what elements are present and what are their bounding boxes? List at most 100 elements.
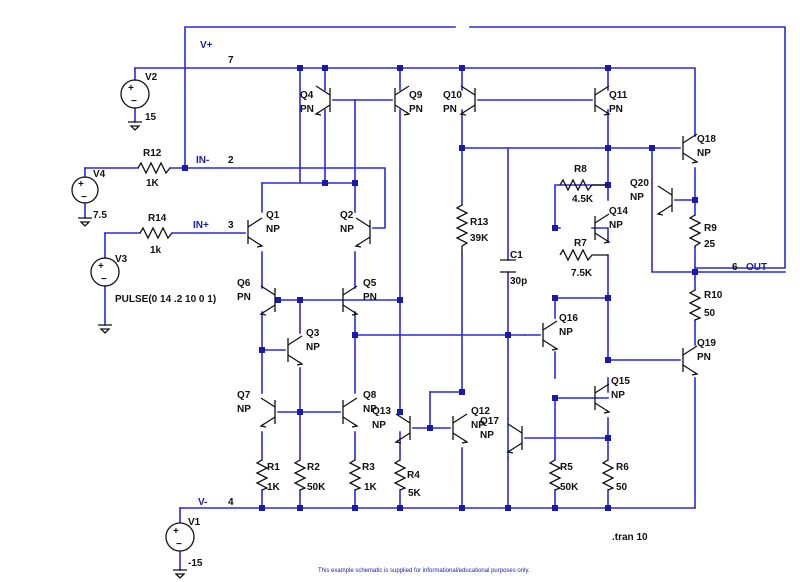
q20-type: NP: [630, 192, 644, 203]
capacitor-c1[interactable]: C1 30p: [500, 250, 527, 287]
q11-name: Q11: [609, 90, 628, 101]
junction-dot: [605, 357, 611, 363]
svg-text:R1: R1: [267, 462, 280, 473]
resistor-r1[interactable]: R1 1K: [255, 459, 281, 493]
q14-name: Q14: [609, 206, 628, 217]
resistor-r9[interactable]: R9 25: [688, 214, 717, 250]
resistor-r12[interactable]: R12 1K: [137, 148, 171, 189]
v3-name: V3: [115, 254, 128, 265]
junction-dot: [322, 180, 328, 186]
net-vplus-label: V+: [200, 40, 213, 51]
junction-dot: [605, 145, 611, 151]
node-4-label: 4: [228, 497, 234, 508]
v1-value: -15: [188, 558, 203, 569]
q16-name: Q16: [559, 313, 578, 324]
q18-emitter: [674, 167, 696, 216]
q4-q9-collectors: [324, 109, 401, 301]
svg-text:+: +: [128, 83, 134, 94]
q15-name: Q15: [611, 376, 630, 387]
junction-dot: [552, 295, 558, 301]
resistor-r3[interactable]: R3 1K: [348, 459, 378, 493]
vplus-rail: [134, 67, 696, 137]
q8-name: Q8: [363, 390, 377, 401]
resistor-r5[interactable]: R5 50K: [548, 459, 579, 493]
q13-type: NP: [372, 420, 386, 431]
q6-name: Q6: [237, 278, 251, 289]
svg-text:R3: R3: [362, 462, 375, 473]
q1-q2-emitters: [261, 251, 356, 289]
q2-type: NP: [340, 224, 354, 235]
source-v4[interactable]: +− V4 7.5: [71, 169, 107, 227]
net-labels: V+ 7 IN- 2 IN+ 3 V- 4 6 OUT: [193, 40, 767, 508]
junction-dot: [297, 297, 303, 303]
svg-text:+: +: [98, 261, 104, 272]
source-v1[interactable]: +− V1 -15: [165, 517, 203, 579]
q16-type: NP: [559, 327, 573, 338]
q17-wires: [507, 417, 609, 459]
inminus-wire: [84, 167, 386, 229]
junction-dots: [182, 65, 698, 511]
junction-dot: [297, 409, 303, 415]
footer-note: This example schematic is supplied for i…: [318, 568, 530, 574]
resistor-r14[interactable]: R14 1k: [139, 213, 173, 256]
q4-type: PN: [300, 104, 314, 115]
v2-name: V2: [145, 72, 158, 83]
resistor-r8[interactable]: R8 4.5K: [559, 164, 608, 205]
q17-name: Q17: [480, 416, 499, 427]
source-v2[interactable]: +− V2 15: [120, 72, 158, 131]
junction-dot: [459, 389, 465, 395]
junction-dot: [352, 332, 358, 338]
resistor-r7[interactable]: R7 7.5K: [559, 238, 608, 279]
q7-type: NP: [237, 404, 251, 415]
junction-dot: [352, 180, 358, 186]
q12-type: NP: [471, 420, 485, 431]
q18-base-wire: [607, 147, 696, 273]
svg-text:50: 50: [616, 482, 628, 493]
q19-base-wire: [607, 297, 681, 361]
tran-directive[interactable]: .tran 10: [612, 532, 648, 543]
svg-text:5K: 5K: [408, 488, 422, 499]
resistor-r6[interactable]: R6 50: [601, 459, 629, 493]
svg-text:R5: R5: [560, 462, 573, 473]
junction-dot: [605, 65, 611, 71]
junction-dot: [352, 505, 358, 511]
resistor-r2[interactable]: R2 50K: [293, 459, 326, 493]
svg-text:50K: 50K: [560, 482, 579, 493]
net-vminus-label: V-: [198, 497, 207, 508]
q15-q16-wires: [524, 297, 609, 399]
junction-dot: [552, 225, 558, 231]
resistor-r4[interactable]: R4 5K: [393, 459, 422, 499]
resistor-r10[interactable]: R10 50: [688, 289, 723, 321]
junction-dot: [505, 505, 511, 511]
transistors: Q4PNQ9PNQ10PNQ11PNQ1NPQ2NPQ6PNQ5PNQ3NPQ7…: [237, 85, 716, 454]
q4-name: Q4: [300, 90, 314, 101]
svg-text:−: −: [101, 274, 107, 285]
q5-name: Q5: [363, 278, 377, 289]
source-v3[interactable]: +− V3 PULSE(0 14 .2 10 0 1): [90, 254, 216, 334]
q19-type: PN: [697, 352, 711, 363]
resistor-r13[interactable]: R13 39K: [455, 204, 489, 255]
q9-name: Q9: [409, 90, 423, 101]
q10-type: PN: [443, 104, 457, 115]
